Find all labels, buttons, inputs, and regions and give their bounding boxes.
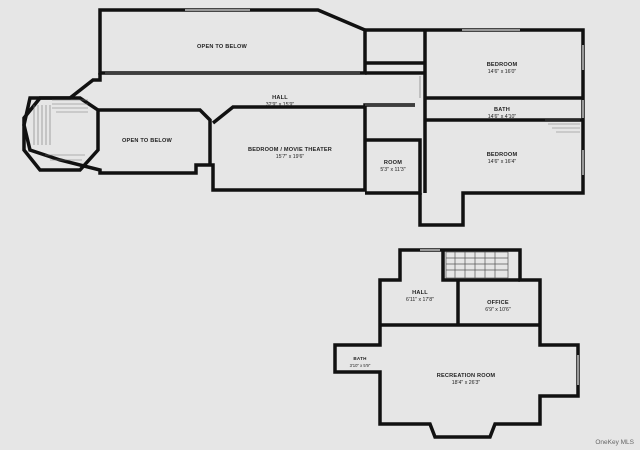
wall-open-to-below-top — [98, 8, 367, 75]
room-label-office: OFFICE 6'9" x 10'6" — [485, 300, 511, 314]
room-label-open-to-below-left: OPEN TO BELOW — [122, 138, 172, 145]
room-label-bedroom-right: BEDROOM 14'6" x 16'4" — [487, 152, 518, 166]
room-name: HALL — [272, 95, 288, 101]
room-name: BEDROOM — [486, 152, 518, 158]
wall-movie-theater — [211, 105, 365, 125]
room-name: OFFICE — [487, 300, 509, 306]
room-name: OPEN TO BELOW — [121, 138, 173, 144]
room-dims: 3'10" x 5'9" — [349, 363, 371, 368]
room-name: RECREATION ROOM — [436, 373, 496, 379]
wall-hall — [22, 73, 415, 192]
room-label-bedroom-top-right: BEDROOM 14'6" x 16'0" — [487, 62, 518, 76]
room-label-hall-upper: HALL 32'9" x 15'9" — [266, 95, 294, 109]
wall-lower-outer — [333, 248, 580, 439]
room-dims: 14'6" x 16'4" — [487, 159, 517, 165]
room-dims: 6'9" x 10'6" — [485, 307, 511, 313]
windows — [185, 9, 584, 385]
lower-stairs — [445, 251, 509, 279]
room-name: HALL — [412, 290, 428, 296]
room-label-movie-theater: BEDROOM / MOVIE THEATER 15'7" x 19'6" — [248, 147, 332, 161]
lower-floor-walls — [333, 248, 580, 439]
room-label-bath-upper: BATH 14'6" x 4'10" — [488, 107, 516, 121]
room-label-hall-lower: HALL 6'11" x 17'8" — [406, 290, 434, 304]
room-label-open-to-below-top: OPEN TO BELOW — [197, 44, 247, 51]
room-label-recreation-room: RECREATION ROOM 18'4" x 26'3" — [437, 373, 496, 387]
room-label-bath-lower: BATH 3'10" x 5'9" — [350, 355, 371, 369]
watermark: OneKey MLS — [595, 439, 634, 446]
upper-stairs — [33, 99, 580, 161]
room-name: BATH — [353, 356, 367, 361]
room-dims: 18'4" x 26'3" — [451, 380, 481, 386]
wall-closet — [365, 61, 425, 75]
upper-floor-detail-lines — [105, 72, 421, 106]
room-name: BEDROOM / MOVIE THEATER — [247, 147, 333, 153]
wall-small-room — [365, 138, 422, 195]
room-name: ROOM — [383, 160, 403, 166]
room-dims: 6'11" x 17'8" — [405, 297, 435, 303]
room-name: BATH — [494, 107, 510, 113]
room-dims: 14'6" x 16'0" — [487, 69, 517, 75]
room-dims: 32'9" x 15'9" — [265, 102, 295, 108]
room-dims: 14'6" x 4'10" — [487, 114, 517, 120]
wall-right-wing — [365, 28, 585, 227]
wall-octagon-bay — [22, 96, 100, 172]
room-name: OPEN TO BELOW — [196, 44, 248, 50]
room-dims: 15'7" x 19'6" — [275, 154, 305, 160]
wall-lower-stair — [441, 250, 520, 282]
room-dims: 5'3" x 11'3" — [380, 167, 406, 173]
room-label-small-room: ROOM 5'3" x 11'3" — [380, 160, 405, 174]
wall-open-to-below-left — [98, 108, 212, 165]
room-name: BEDROOM — [486, 62, 518, 68]
